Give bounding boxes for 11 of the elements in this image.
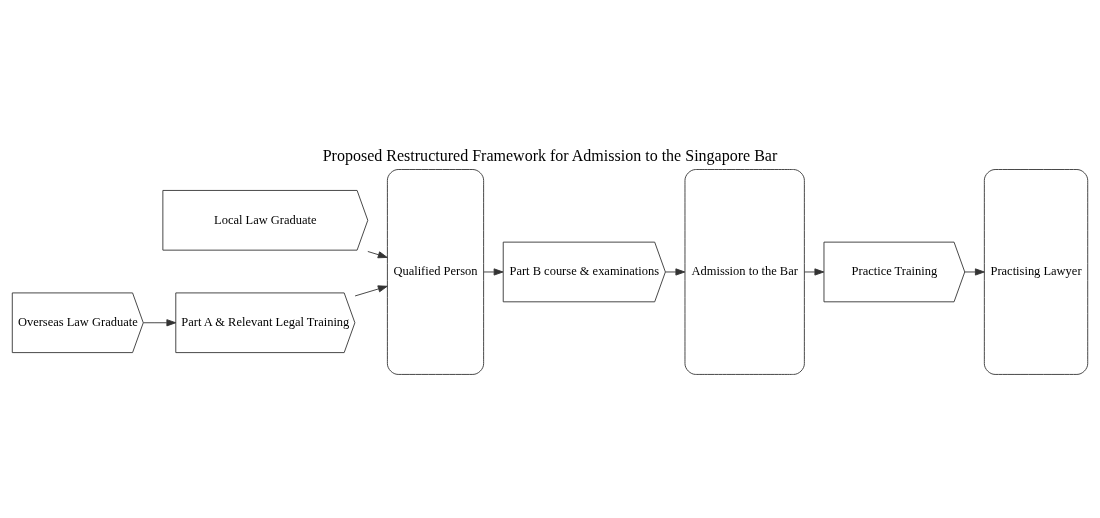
arrow [483, 267, 504, 276]
arrow [804, 267, 825, 276]
arrow [367, 250, 388, 258]
arrow [142, 318, 177, 326]
arrow [964, 267, 985, 276]
arrow [354, 284, 388, 296]
diagram-title: Proposed Restructured Framework for Admission to the Singapore Bar [322, 146, 778, 164]
node-box: Practising Lawyer [983, 168, 1089, 375]
node-box: Admission to the Bar [684, 168, 805, 375]
node-box: Qualified Person [386, 168, 485, 375]
arrow [664, 267, 686, 276]
